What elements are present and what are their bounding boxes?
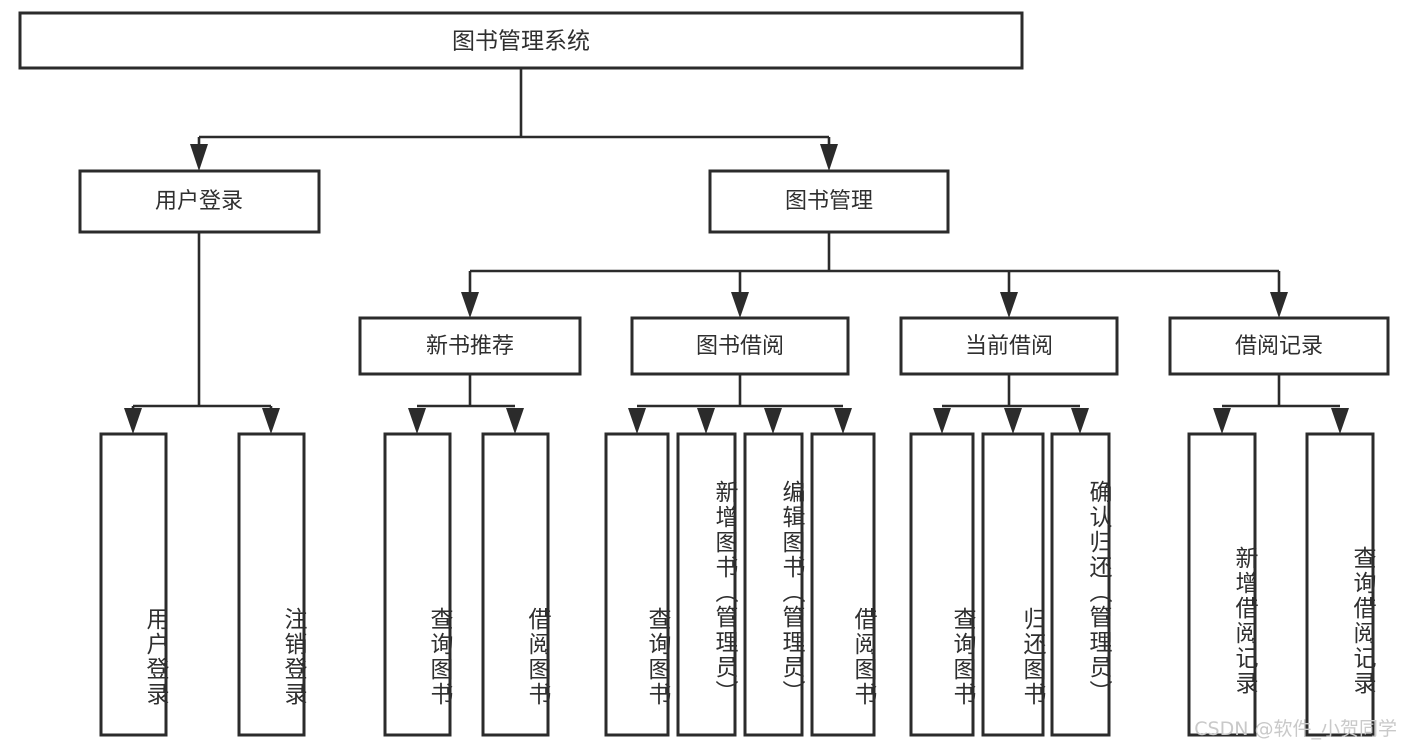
arrow-head-leaf-bb-add xyxy=(697,408,715,434)
node-box-borrow-record[interactable] xyxy=(1168,316,1390,376)
connector-group-book-borrow xyxy=(628,374,852,434)
node-new-book-rec[interactable]: 新书推荐 xyxy=(358,316,582,376)
arrow-head-leaf-user-logout xyxy=(262,408,280,434)
connector-group-new-book-rec xyxy=(408,374,524,434)
leaf-boxes xyxy=(99,432,1375,737)
node-current-borrow[interactable]: 当前借阅 xyxy=(899,316,1119,376)
node-box-leaf-br-query[interactable] xyxy=(1305,432,1375,737)
node-box-leaf-cb-confirm[interactable] xyxy=(1050,432,1111,737)
arrow-head-leaf-bb-query xyxy=(628,408,646,434)
node-box-leaf-cb-query[interactable] xyxy=(909,432,975,737)
node-box-root[interactable] xyxy=(18,11,1024,70)
node-label-book-borrow: 图书借阅 xyxy=(696,334,784,359)
arrow-head-book-manage xyxy=(820,144,838,171)
node-box-leaf-bb-edit[interactable] xyxy=(743,432,804,737)
node-box-leaf-nbr-borrow[interactable] xyxy=(481,432,550,737)
connector-group-book-manage xyxy=(461,232,1288,318)
arrow-head-current-borrow xyxy=(1000,292,1018,318)
node-box-book-borrow[interactable] xyxy=(630,316,850,376)
node-box-current-borrow[interactable] xyxy=(899,316,1119,376)
connector-group-user-login xyxy=(124,232,280,434)
arrow-head-leaf-bb-edit xyxy=(764,408,782,434)
arrow-head-leaf-cb-query xyxy=(933,408,951,434)
node-label-user-login: 用户登录 xyxy=(155,189,243,214)
connector-group-borrow-record xyxy=(1213,374,1349,434)
node-box-leaf-bb-borrow[interactable] xyxy=(810,432,876,737)
node-box-new-book-rec[interactable] xyxy=(358,316,582,376)
arrow-head-borrow-record xyxy=(1270,292,1288,318)
node-box-leaf-cb-return[interactable] xyxy=(981,432,1045,737)
node-label-root: 图书管理系统 xyxy=(452,29,590,55)
arrow-head-leaf-cb-return xyxy=(1004,408,1022,434)
arrow-head-new-book-rec xyxy=(461,292,479,318)
connector-group-root xyxy=(190,68,838,171)
node-box-leaf-nbr-query[interactable] xyxy=(383,432,452,737)
node-book-borrow[interactable]: 图书借阅 xyxy=(630,316,850,376)
arrow-head-leaf-br-query xyxy=(1331,408,1349,434)
connector-group-current-borrow xyxy=(933,374,1089,434)
arrow-head-leaf-br-add xyxy=(1213,408,1231,434)
node-label-new-book-rec: 新书推荐 xyxy=(426,334,514,359)
arrow-head-user-login xyxy=(190,144,208,171)
node-box-leaf-bb-query[interactable] xyxy=(604,432,670,737)
arrow-head-leaf-cb-confirm xyxy=(1071,408,1089,434)
node-book-manage[interactable]: 图书管理 xyxy=(708,169,950,234)
node-box-leaf-user-logout[interactable] xyxy=(237,432,306,737)
arrow-head-leaf-user-login xyxy=(124,408,142,434)
arrow-head-book-borrow xyxy=(731,292,749,318)
node-user-login[interactable]: 用户登录 xyxy=(78,169,321,234)
node-box-leaf-br-add[interactable] xyxy=(1187,432,1257,737)
node-label-book-manage: 图书管理 xyxy=(785,189,873,214)
node-box-user-login[interactable] xyxy=(78,169,321,234)
arrow-head-leaf-bb-borrow xyxy=(834,408,852,434)
arrow-head-leaf-nbr-query xyxy=(408,408,426,434)
csdn-watermark: CSDN @软件_小贺同学 xyxy=(1194,718,1397,740)
node-box-leaf-user-login[interactable] xyxy=(99,432,168,737)
node-box-book-manage[interactable] xyxy=(708,169,950,234)
node-box-leaf-bb-add[interactable] xyxy=(676,432,737,737)
node-root[interactable]: 图书管理系统 xyxy=(18,11,1024,70)
node-label-current-borrow: 当前借阅 xyxy=(965,334,1053,359)
arrow-head-leaf-nbr-borrow xyxy=(506,408,524,434)
node-label-borrow-record: 借阅记录 xyxy=(1235,334,1323,359)
node-borrow-record[interactable]: 借阅记录 xyxy=(1168,316,1390,376)
